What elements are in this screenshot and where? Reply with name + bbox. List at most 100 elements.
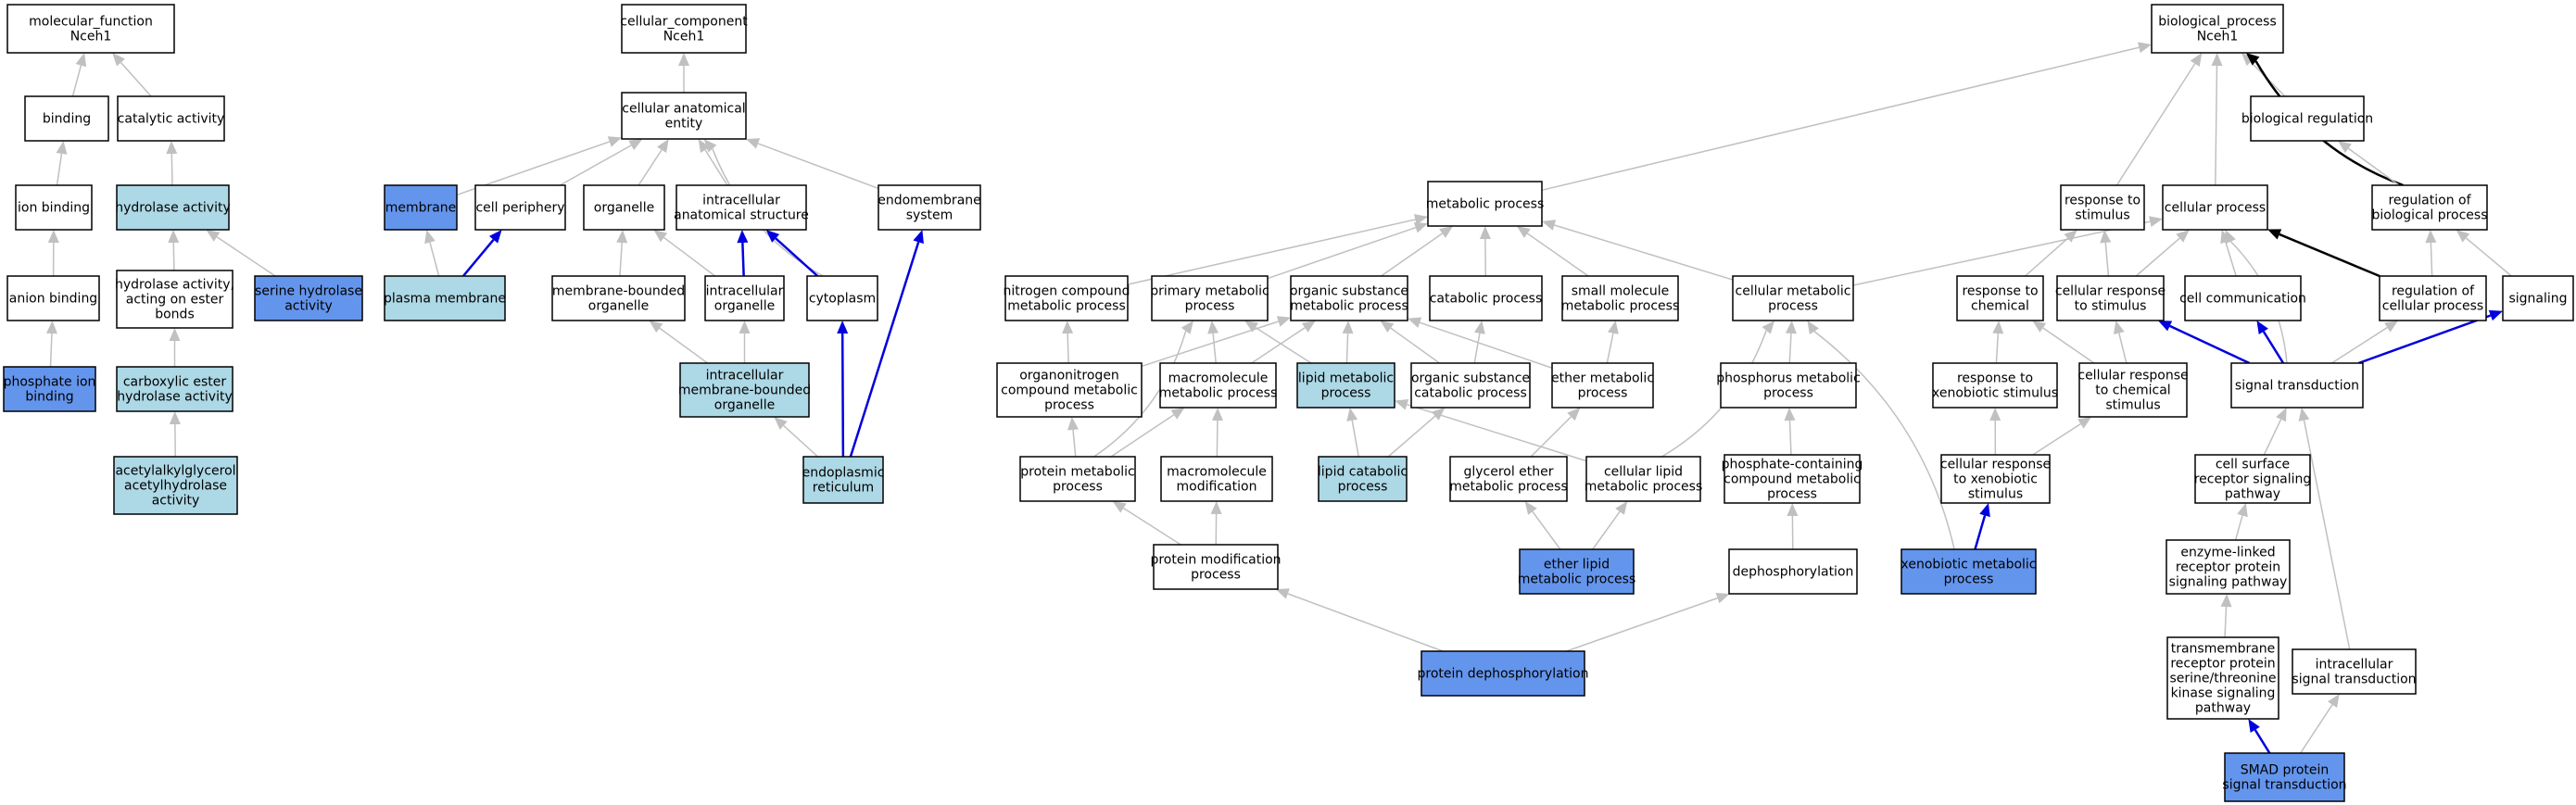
- node-label-line: modification: [1177, 479, 1257, 494]
- node-box: [1159, 362, 1277, 409]
- edge-arrowhead: [913, 230, 924, 245]
- edge-protmod-to-protmet: [1112, 501, 1181, 546]
- edge-er-to-cytoplasm: [837, 321, 849, 458]
- edge-line: [783, 424, 819, 458]
- node-label-line: metabolic process: [1426, 196, 1545, 211]
- node-catab[interactable]: catabolic process: [1429, 275, 1543, 321]
- edge-line: [56, 153, 63, 186]
- edge-line: [1287, 593, 1444, 652]
- edge-line: [461, 238, 495, 277]
- node-label-line: macromolecule: [1167, 464, 1267, 479]
- node-organelle[interactable]: organelle: [583, 184, 665, 231]
- edge-line: [2303, 420, 2351, 650]
- node-membrane[interactable]: membrane: [384, 184, 458, 231]
- node-cytoplasm[interactable]: cytoplasm: [806, 275, 878, 321]
- node-label-line: activity: [284, 298, 333, 313]
- edge-arrowhead: [1516, 226, 1531, 238]
- node-label-line: to xenobiotic: [1953, 472, 2038, 486]
- edge-macromod-to-macro: [1211, 408, 1223, 458]
- edge-arrowhead: [75, 53, 87, 68]
- node-ionbind[interactable]: ion binding: [15, 184, 93, 231]
- node-cellcomm[interactable]: cell communication: [2179, 275, 2306, 321]
- edge-cytoplasm-to-ias: [765, 230, 819, 277]
- edge-protmod-to-macromod: [1210, 501, 1222, 546]
- node-label-line: endoplasmic: [802, 465, 885, 480]
- node-binding[interactable]: binding: [24, 95, 109, 142]
- edge-acetyl-to-carboxyl: [169, 411, 181, 458]
- node-metab[interactable]: metabolic process: [1426, 181, 1545, 227]
- node-dephos[interactable]: dephosphorylation: [1728, 548, 1858, 595]
- node-label-line: Nceh1: [70, 29, 112, 44]
- edge-celllipid-to-lipidmet: [1395, 398, 1587, 462]
- edge-arrowhead: [2220, 594, 2232, 608]
- node-label-line: cytoplasm: [809, 291, 876, 306]
- node-anionbind[interactable]: anion binding: [6, 275, 100, 321]
- node-bioreg[interactable]: biological regulation: [2241, 95, 2373, 142]
- node-box: [2371, 184, 2488, 231]
- edge-arrowhead: [2149, 216, 2163, 227]
- node-signaling[interactable]: signaling: [2502, 275, 2574, 321]
- node-sigtrans[interactable]: signal transduction: [2230, 362, 2364, 409]
- node-catalytic[interactable]: catalytic activity: [117, 95, 225, 142]
- node-cellproc[interactable]: cellular process: [2162, 184, 2268, 231]
- node-label-line: intracellular: [702, 193, 780, 208]
- edge-line: [1123, 507, 1181, 546]
- edge-cellsurf-to-sigtrans: [2263, 408, 2287, 456]
- node-plasmamem[interactable]: plasma membrane: [384, 275, 506, 321]
- node-hydrolase[interactable]: hydrolase activity: [115, 184, 231, 231]
- node-label-line: cellular lipid: [1604, 464, 1683, 479]
- edge-line: [1592, 510, 1621, 550]
- node-cellperiph[interactable]: cell periphery: [474, 184, 566, 231]
- node-protdephos[interactable]: protein dephosphorylation: [1418, 650, 1589, 697]
- edge-arrowhead: [1567, 408, 1581, 421]
- node-acetyl[interactable]: acetylalkylglycerolacetylhydrolaseactivi…: [113, 456, 238, 515]
